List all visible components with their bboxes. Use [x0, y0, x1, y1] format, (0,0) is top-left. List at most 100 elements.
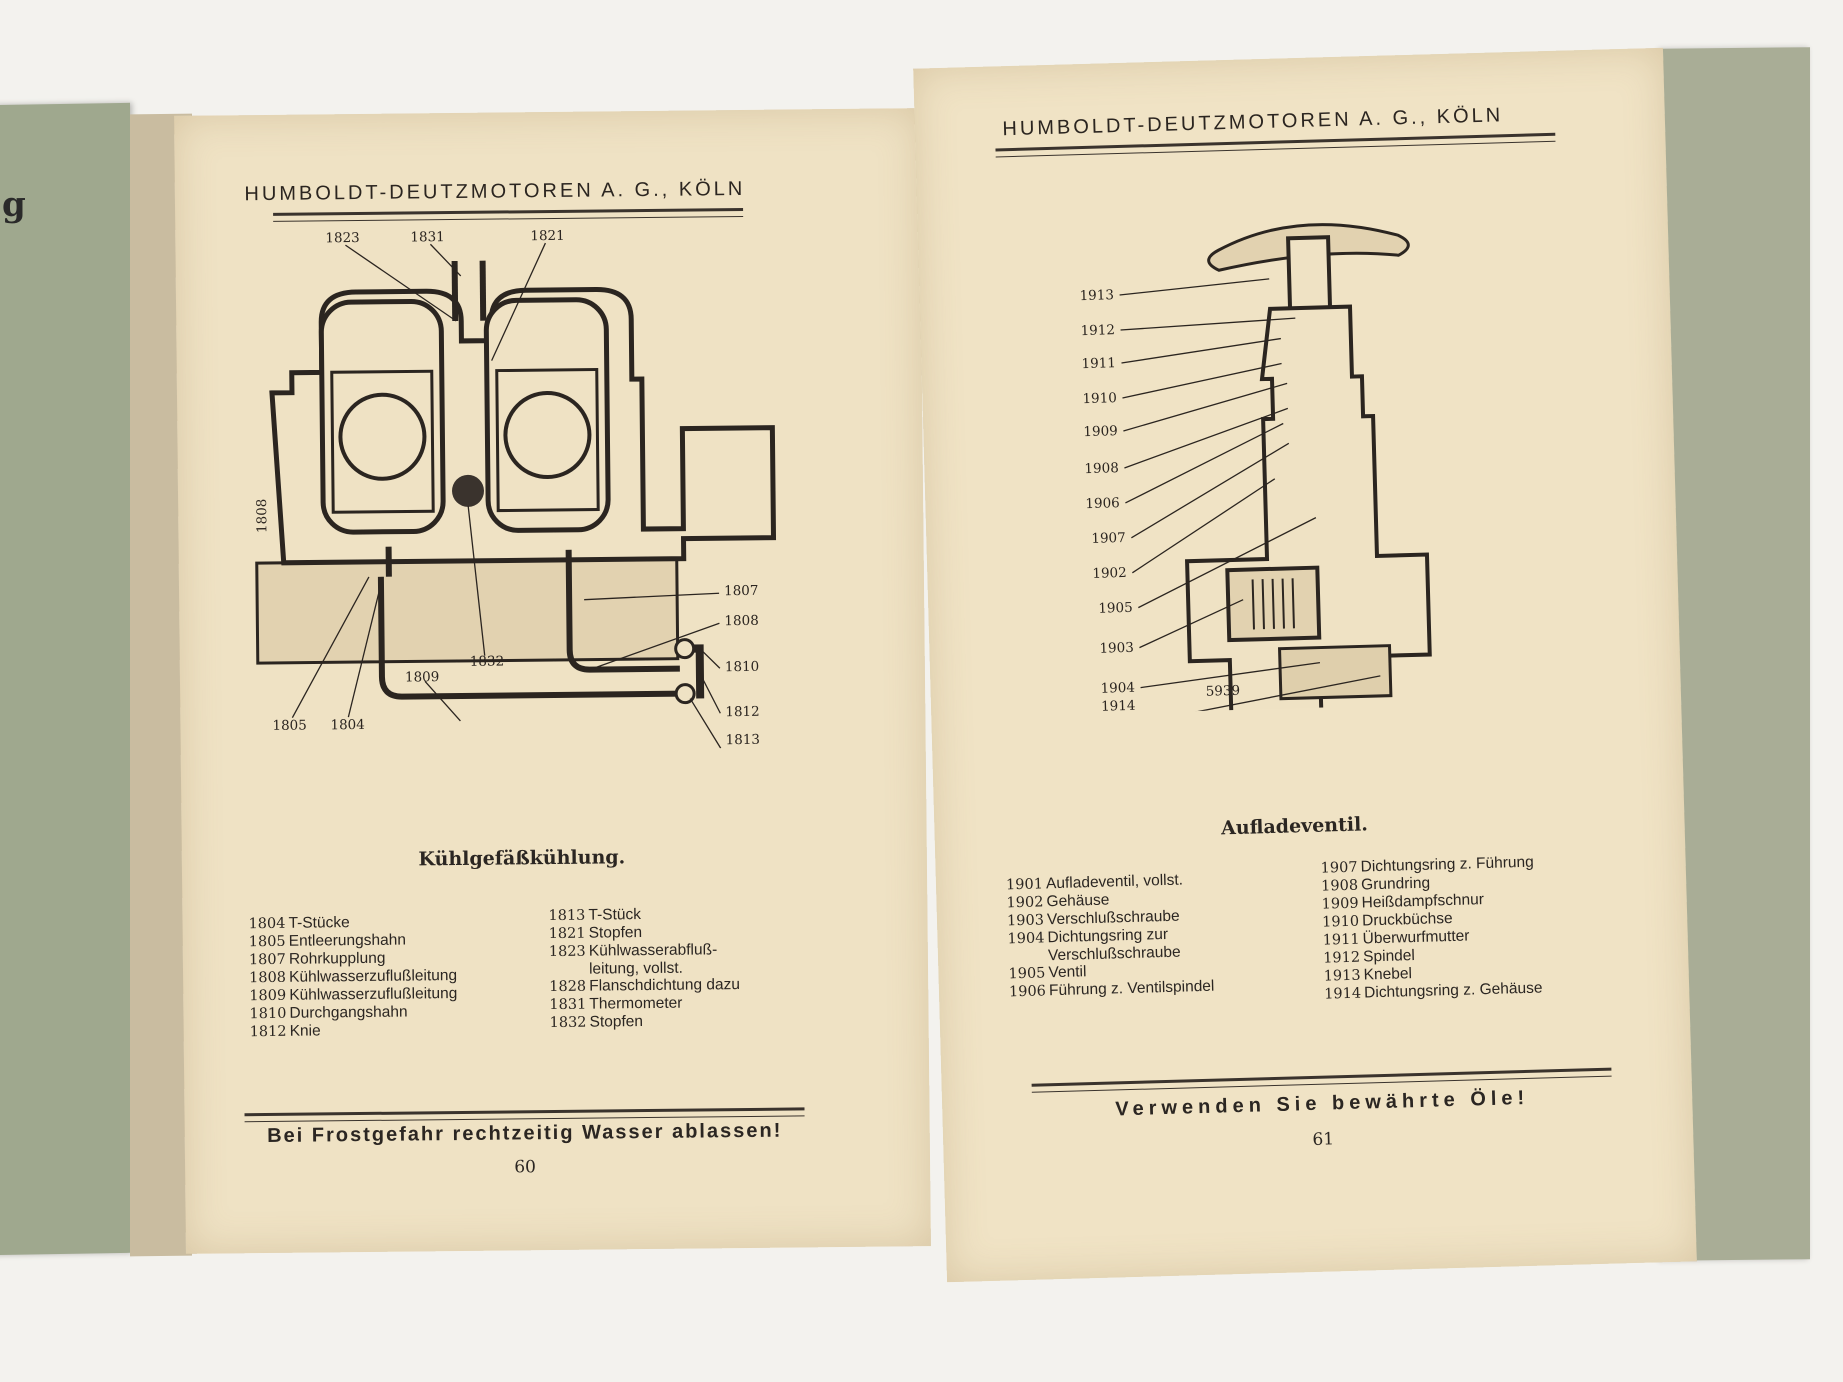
callout-1903: 1903: [1099, 640, 1134, 657]
cooling-pipe: [565, 549, 680, 673]
part-name: Aufladeventil, vollst.: [1045, 871, 1184, 893]
part-number: 1910: [1321, 913, 1360, 931]
callout-1808: 1808: [724, 613, 759, 629]
callout-1809: 1809: [405, 669, 440, 685]
part-name: Flanschdichtung dazu: [589, 976, 741, 995]
callout-1904: 1904: [1100, 680, 1135, 697]
leader-lines: [291, 242, 722, 749]
cooling-pipe: [377, 546, 683, 700]
part-number: 1908: [1320, 877, 1359, 895]
part-name: leitung, vollst.: [588, 959, 684, 978]
center-plug: [452, 474, 485, 507]
engine-base: [255, 557, 680, 665]
part-name: Dichtungsring zur: [1047, 925, 1169, 947]
callout-1805: 1805: [272, 718, 307, 734]
callout-1914: 1914: [1101, 698, 1136, 715]
callout-1906: 1906: [1085, 495, 1120, 512]
part-number: 1808: [249, 969, 287, 987]
callout-1832: 1832: [470, 654, 505, 670]
page-footer: Verwenden Sie bewährte Öle!: [1115, 1086, 1530, 1121]
part-name: Entleerungshahn: [288, 931, 407, 950]
callout-1823: 1823: [325, 230, 360, 246]
callout-1813: 1813: [726, 732, 761, 748]
callout-1902: 1902: [1092, 565, 1127, 582]
part-number: 1821: [548, 925, 586, 943]
diagram-stamp: 1808: [254, 499, 270, 534]
page-number: 61: [1312, 1129, 1335, 1150]
part-number: 1823: [548, 943, 586, 961]
cylinder-plate-right: [495, 368, 600, 513]
part-number: 1809: [249, 987, 287, 1005]
page-footer: Bei Frostgefahr rechtzeitig Wasser ablas…: [267, 1119, 783, 1148]
part-number: 1907: [1320, 859, 1358, 877]
gasket: [1277, 644, 1393, 701]
valve: [674, 638, 696, 660]
callout-1909: 1909: [1083, 423, 1118, 440]
part-number: 1832: [549, 1014, 587, 1032]
callout-1911: 1911: [1081, 355, 1116, 372]
diagram-stamp: 5939: [1205, 683, 1240, 700]
part-name: T-Stück: [588, 906, 642, 924]
part-number: 1831: [549, 996, 587, 1014]
cover-text-fragment: g: [2, 184, 26, 226]
part-name: Durchgangshahn: [289, 1003, 408, 1022]
part-number: 1912: [1322, 949, 1361, 967]
part-number: 1901: [1005, 876, 1044, 894]
part-name: Überwurfmutter: [1362, 927, 1470, 948]
part-name: Stopfen: [589, 1013, 644, 1031]
callout-1905: 1905: [1098, 600, 1133, 617]
valve: [674, 683, 696, 705]
part-number: 1813: [548, 907, 586, 925]
callout-1908: 1908: [1084, 460, 1119, 477]
valve-diagram: 5939 1913 1912 1911 1910 1909 1908 1906 …: [1079, 223, 1432, 715]
part-name: Spindel: [1362, 947, 1416, 966]
part-number: 1905: [1008, 965, 1046, 983]
page-header: HUMBOLDT-DEUTZMOTOREN A. G., KÖLN: [244, 177, 746, 206]
part-number: 1828: [549, 978, 587, 996]
part-name: Ventil: [1048, 963, 1087, 982]
parts-list-item: leitung, vollst.: [549, 959, 740, 978]
bore-right: [503, 391, 592, 480]
part-number: 1903: [1006, 912, 1045, 930]
thermometer: [479, 260, 487, 321]
callout-1807: 1807: [724, 583, 759, 599]
part-number: 1902: [1006, 894, 1044, 912]
part-name: Kühlwasserabfluß-: [588, 941, 718, 960]
part-number: 1913: [1323, 967, 1361, 985]
part-number: [1008, 960, 1048, 961]
header-rule: [273, 207, 744, 222]
part-number: 1812: [249, 1023, 287, 1041]
book-cover-left: g: [0, 102, 130, 1256]
part-number: 1807: [248, 951, 286, 969]
part-number: 1804: [248, 915, 286, 933]
part-number: 1906: [1008, 983, 1047, 1001]
callout-1910: 1910: [1082, 390, 1117, 407]
leader-lines: [1119, 278, 1381, 715]
part-number: 1805: [248, 933, 286, 951]
cooling-diagram: 1808 1823 1831 1821 1807 1808 1810 1812 …: [254, 228, 777, 749]
part-name: Führung z. Ventilspindel: [1048, 977, 1215, 1000]
part-name: Knebel: [1363, 965, 1413, 984]
left-page: HUMBOLDT-DEUTZMOTOREN A. G., KÖLN 1808: [174, 108, 931, 1254]
thermometer: [451, 260, 459, 322]
part-name: Knie: [289, 1022, 321, 1040]
part-name: Dichtungsring z. Führung: [1360, 853, 1535, 876]
part-name: Dichtungsring z. Gehäuse: [1363, 979, 1543, 1002]
figure-caption: Kühlgefäßkühlung.: [418, 846, 626, 871]
part-number: 1911: [1322, 931, 1360, 949]
right-page: HUMBOLDT-DEUTZMOTOREN A. G., KÖLN 5939: [913, 47, 1697, 1283]
part-number: 1909: [1321, 895, 1359, 913]
callout-1913: 1913: [1079, 287, 1114, 304]
callout-1831: 1831: [410, 229, 445, 245]
